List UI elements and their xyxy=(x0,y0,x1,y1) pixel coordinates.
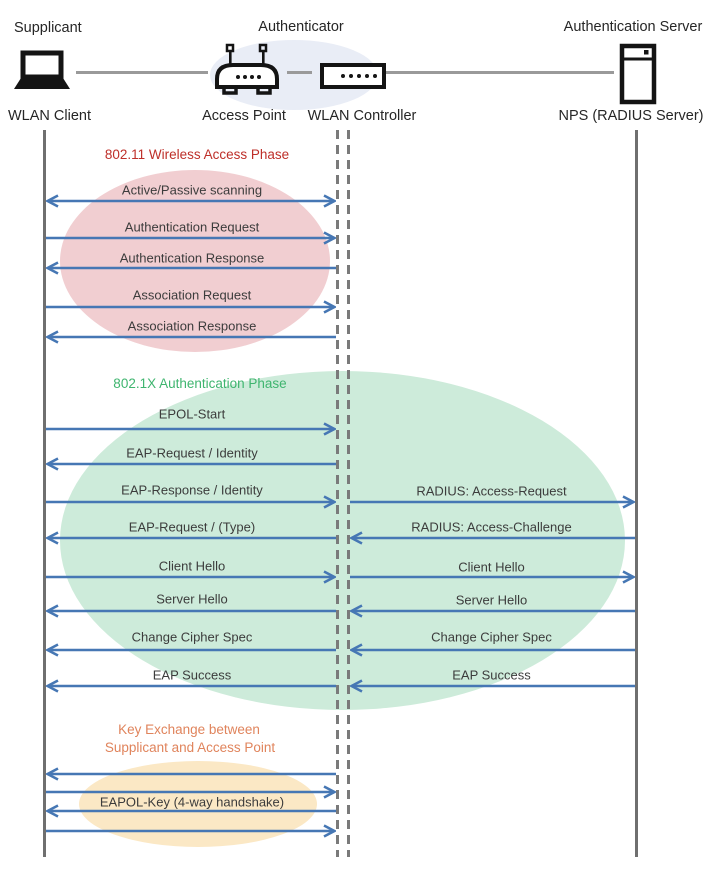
phase2-title: 802.1X Authentication Phase xyxy=(113,376,287,391)
phase2-ellipse xyxy=(60,371,625,710)
message-arrow xyxy=(350,679,635,693)
message-arrow xyxy=(46,231,336,245)
actor-label-authentication-server: Authentication Server xyxy=(563,19,703,35)
message-label: EAP-Request / (Type) xyxy=(128,519,256,535)
message-label: EAP Success xyxy=(452,667,531,683)
message-label: EAP Success xyxy=(152,667,232,683)
lifeline-wlan-client xyxy=(43,130,46,857)
node-label-access-point: Access Point xyxy=(202,108,286,124)
message-arrow xyxy=(46,643,336,657)
message-arrow xyxy=(46,300,336,314)
actor-label-supplicant: Supplicant xyxy=(14,20,82,36)
wlan-controller-icon xyxy=(320,63,386,89)
message-arrow xyxy=(46,457,336,471)
message-label: Active/Passive scanning xyxy=(121,182,263,198)
message-arrow xyxy=(350,604,635,618)
node-label-wlan-client: WLAN Client xyxy=(8,108,91,124)
message-arrow xyxy=(46,495,336,509)
message-label: Authentication Response xyxy=(119,250,265,266)
message-arrow xyxy=(350,495,635,509)
message-label: Association Request xyxy=(132,287,252,303)
message-arrow xyxy=(46,679,336,693)
link-controller-server xyxy=(384,71,614,74)
access-point-icon xyxy=(215,43,279,95)
lifeline-radius-server xyxy=(635,130,638,857)
phase3-ellipse xyxy=(79,761,317,847)
message-label: Change Cipher Spec xyxy=(131,629,253,645)
lifeline-wlan-controller-left xyxy=(336,130,339,857)
phase3-title-line2: Supplicant and Access Point xyxy=(104,740,276,755)
link-ap-controller xyxy=(287,71,312,74)
message-arrow xyxy=(46,422,336,436)
message-label: EAP-Request / Identity xyxy=(126,445,258,461)
message-label: Client Hello xyxy=(158,558,226,574)
message-arrow xyxy=(46,767,336,781)
message-label: EAP-Response / Identity xyxy=(121,482,263,498)
message-label: Server Hello xyxy=(156,591,228,607)
message-arrow xyxy=(350,570,635,584)
message-label: EAPOL-Key (4-way handshake) xyxy=(99,794,285,810)
message-arrow xyxy=(46,785,336,799)
message-arrow xyxy=(46,570,336,584)
message-arrow xyxy=(350,643,635,657)
message-arrow xyxy=(46,330,336,344)
server-icon xyxy=(619,43,657,105)
laptop-icon xyxy=(14,50,70,89)
lifeline-wlan-controller-right xyxy=(347,130,350,857)
message-label: Association Response xyxy=(127,318,257,334)
message-label: Client Hello xyxy=(458,559,525,575)
message-arrow xyxy=(46,194,336,208)
message-label: Authentication Request xyxy=(124,219,260,235)
node-label-nps-radius-server: NPS (RADIUS Server) xyxy=(558,108,704,124)
message-arrow xyxy=(46,261,336,275)
message-label: RADIUS: Access-Request xyxy=(416,483,567,499)
message-label: EPOL-Start xyxy=(158,406,226,422)
message-arrow xyxy=(46,531,336,545)
phase3-title-line1: Key Exchange between xyxy=(118,722,260,737)
link-client-ap xyxy=(76,71,208,74)
message-arrow xyxy=(46,804,336,818)
message-label: Change Cipher Spec xyxy=(431,629,552,645)
message-arrow xyxy=(46,824,336,838)
message-label: RADIUS: Access-Challenge xyxy=(411,519,572,535)
phase1-title: 802.11 Wireless Access Phase xyxy=(104,147,290,162)
message-arrow xyxy=(46,604,336,618)
node-label-wlan-controller: WLAN Controller xyxy=(307,108,417,124)
actor-label-authenticator: Authenticator xyxy=(258,19,344,35)
message-label: Server Hello xyxy=(455,592,528,608)
message-arrow xyxy=(350,531,635,545)
